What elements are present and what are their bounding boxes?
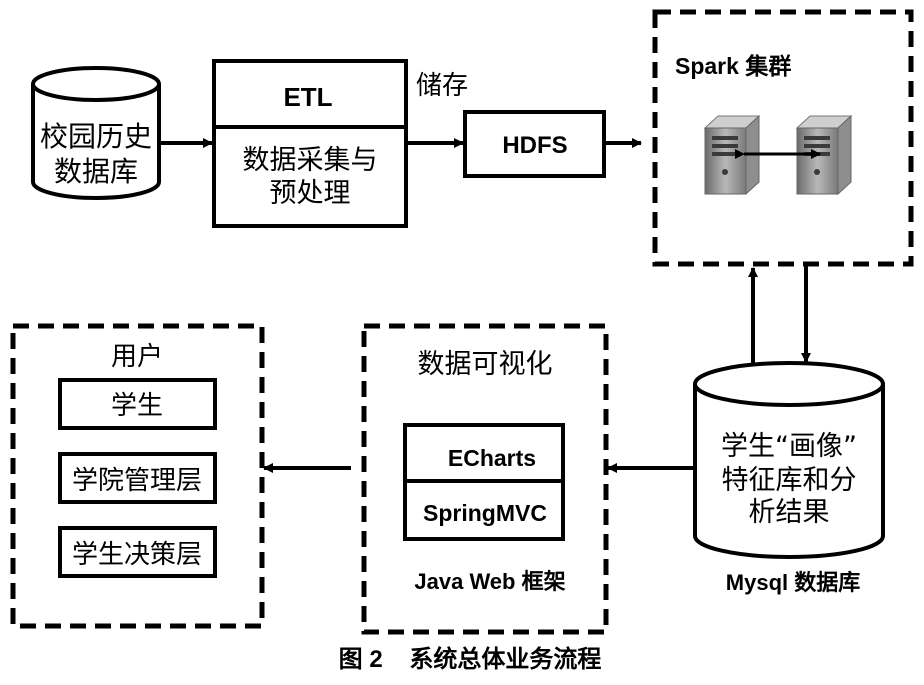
mysql-label-line3: 析结果 — [749, 497, 830, 528]
users-title: 用户 — [111, 342, 163, 372]
mysql-caption: Mysql 数据库 — [726, 570, 860, 595]
mysql-label-line2: 特征库和分 — [722, 465, 857, 496]
springmvc-label: SpringMVC — [423, 500, 547, 526]
server-icon — [795, 114, 853, 196]
hdfs-box: HDFS — [463, 110, 606, 178]
mysql-label-line1: 学生“画像” — [721, 431, 857, 462]
user-item-student: 学生 — [111, 391, 163, 421]
hdfs-label: HDFS — [502, 132, 567, 159]
figure-caption: 图 2 系统总体业务流程 — [339, 645, 602, 673]
echarts-label: ECharts — [448, 445, 536, 471]
user-item-college-management: 学院管理层 — [72, 466, 202, 496]
mysql-db: 学生“画像” 特征库和分 析结果 — [693, 361, 885, 559]
users-group: 用户 学生 学院管理层 学生决策层 — [10, 323, 265, 629]
campus-history-db: 校园历史 数据库 — [31, 66, 161, 200]
javaweb-framework: 数据可视化 ECharts SpringMVC Java Web 框架 — [361, 323, 609, 635]
etl-desc-line2: 预处理 — [270, 178, 351, 209]
campus-db-label-line2: 数据库 — [54, 155, 138, 188]
etl-title: ETL — [283, 82, 332, 112]
etl-box: ETL 数据采集与 预处理 — [212, 59, 408, 228]
spark-cluster: Spark 集群 — [652, 9, 914, 267]
spark-title: Spark 集群 — [675, 53, 791, 79]
user-item-student-decision: 学生决策层 — [72, 540, 202, 570]
visualization-title: 数据可视化 — [418, 349, 553, 380]
etl-desc-line1: 数据采集与 — [243, 145, 378, 176]
campus-db-label-line1: 校园历史 — [40, 120, 152, 153]
store-label: 储存 — [416, 71, 468, 101]
javaweb-caption: Java Web 框架 — [414, 569, 565, 594]
